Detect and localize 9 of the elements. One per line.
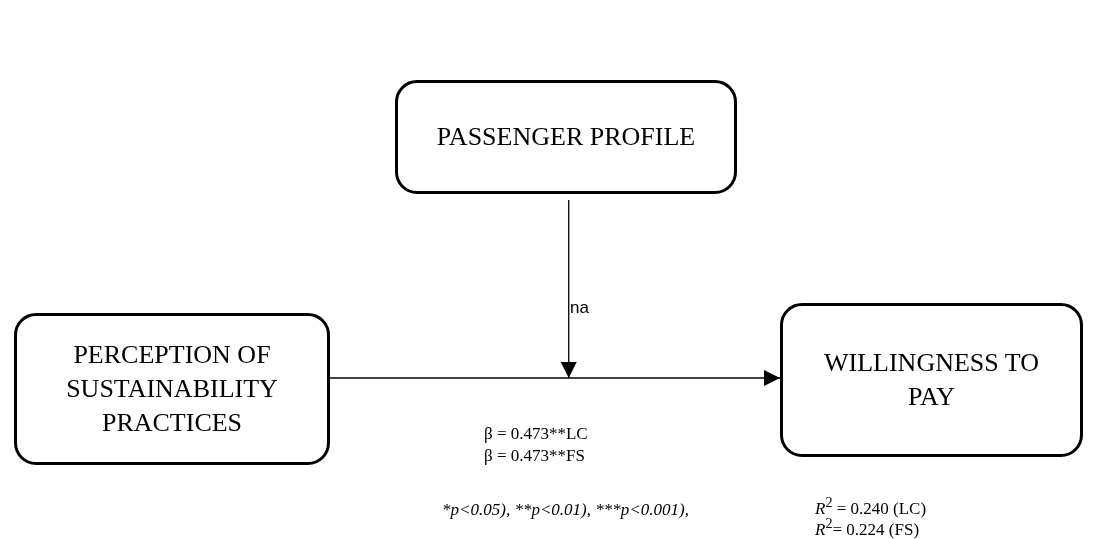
arrow [329, 370, 781, 386]
moderating-arrow [560, 199, 577, 379]
construct-box: PERCEPTION OF SUSTAINABILITY PRACTICES [14, 313, 330, 465]
significance-note: *p<0.05), **p<0.01), ***p<0.001), [442, 500, 689, 520]
coefficient-label: β = 0.473**LC [484, 424, 588, 444]
profile-box: PASSENGER PROFILE [395, 80, 737, 194]
coefficient-label: β = 0.473**FS [484, 446, 585, 466]
r-squared-label: R$^{2}$ = 0.240 (LC) [815, 493, 927, 518]
outcome-box: WILLINGNESS TO PAY [780, 303, 1083, 457]
